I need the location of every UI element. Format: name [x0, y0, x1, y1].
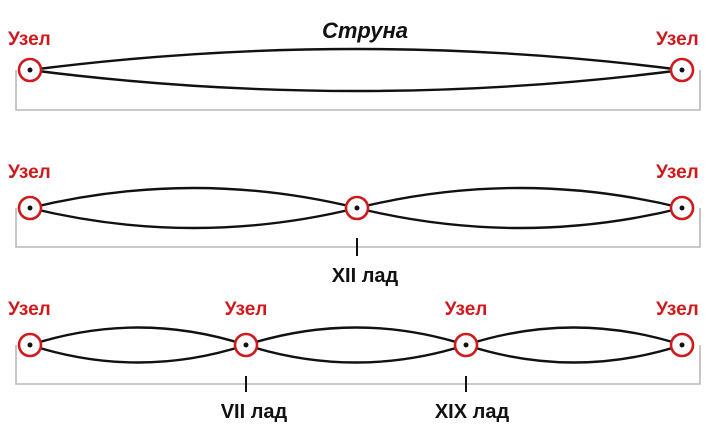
row-3-string-lower-1 — [29, 343, 247, 364]
row-3-third-harmonic: Узел Узел Узел Узел VII лад XIX лад — [8, 299, 701, 423]
row-3-node-xix — [453, 332, 479, 358]
row-3-string-lower-3 — [465, 343, 683, 364]
row-2-node-right — [669, 195, 695, 221]
row-1-node-right — [669, 57, 695, 83]
row-2-node-label-right: Узел — [656, 162, 699, 183]
row-3-node-right — [669, 332, 695, 358]
row-1-node-label-left: Узел — [8, 29, 51, 50]
row-1-string-upper — [29, 47, 683, 72]
row-2-second-harmonic: Узел Узел XII лад — [8, 162, 701, 287]
row-2-string-lower-2 — [356, 206, 683, 230]
row-3-fret-label-vii: VII лад — [221, 401, 288, 423]
row-3-string-upper-3 — [465, 326, 683, 347]
row-3-node-label-vii: Узел — [225, 299, 268, 320]
row-3-string-lower-2 — [245, 343, 467, 364]
row-2-string-upper-1 — [29, 186, 358, 210]
row-2-string-lower-1 — [29, 206, 358, 230]
row-1-node-left — [17, 57, 43, 83]
row-2-string-upper-2 — [356, 186, 683, 210]
row-3-string-upper-1 — [29, 326, 247, 347]
row-3-node-left — [17, 332, 43, 358]
row-3-base — [15, 345, 701, 385]
row-3-node-label-left: Узел — [8, 299, 51, 320]
row-2-node-left — [17, 195, 43, 221]
row-1-fundamental: Узел Узел — [8, 29, 701, 111]
row-2-node-label-left: Узел — [8, 162, 51, 183]
row-3-fret-label-xix: XIX лад — [435, 401, 510, 423]
row-2-node-middle — [344, 195, 370, 221]
row-3-node-label-right: Узел — [656, 299, 699, 320]
row-1-string-lower — [29, 68, 683, 93]
row-1-base — [15, 70, 701, 111]
row-3-node-label-xix: Узел — [445, 299, 488, 320]
row-2-fret-label-xii: XII лад — [332, 265, 399, 287]
row-1-node-label-right: Узел — [656, 29, 699, 50]
title: Струна — [322, 18, 408, 43]
row-3-node-vii — [233, 332, 259, 358]
row-3-string-upper-2 — [245, 326, 467, 347]
